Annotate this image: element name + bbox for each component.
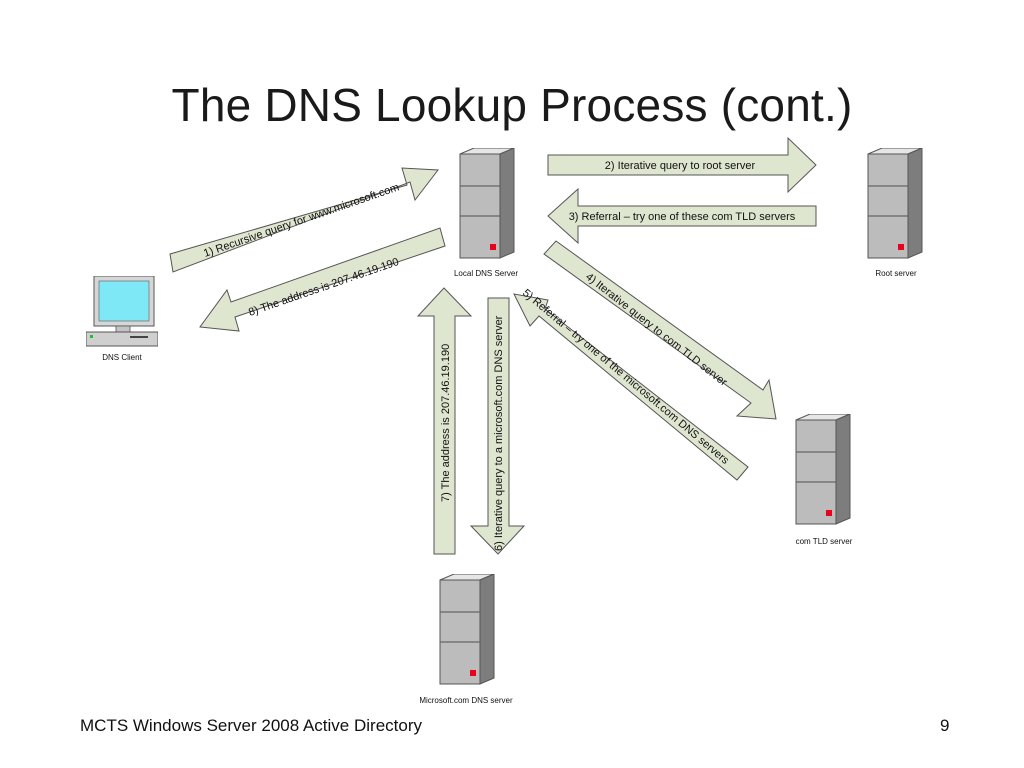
dns-client-label: DNS Client [102, 353, 142, 362]
com-tld-server-label: com TLD server [796, 537, 853, 546]
arrow-3-label: 3) Referral – try one of these com TLD s… [569, 211, 796, 223]
microsoft-dns-server-label: Microsoft.com DNS server [419, 696, 513, 705]
arrow-1-label: 1) Recursive query for www.microsoft.com [202, 181, 401, 259]
server-icon [459, 148, 515, 259]
arrow-7-address-to-local: 7) The address is 207.46.19.190 [416, 287, 473, 555]
arrow-6-label: 6) Iterative query to a microsoft.com DN… [493, 315, 505, 551]
arrow-2-label: 2) Iterative query to root server [605, 160, 756, 172]
server-icon [795, 414, 851, 525]
slide-title: The DNS Lookup Process (cont.) [171, 79, 853, 131]
arrow-6-iterative-msdns: 6) Iterative query to a microsoft.com DN… [469, 297, 526, 555]
arrow-2-iterative-root: 2) Iterative query to root server [547, 136, 817, 194]
server-icon [439, 574, 495, 685]
page-number: 9 [940, 716, 950, 735]
server-icon [867, 148, 923, 259]
arrow-7-label: 7) The address is 207.46.19.190 [440, 344, 452, 502]
footer-course: MCTS Windows Server 2008 Active Director… [80, 716, 422, 735]
dns-client: DNS Client [86, 276, 158, 362]
local-dns-server-label: Local DNS Server [454, 269, 518, 278]
root-server-label: Root server [875, 269, 917, 278]
com-tld-server: com TLD server [795, 414, 853, 546]
local-dns-server: Local DNS Server [454, 148, 518, 278]
arrow-3-referral-tld: 3) Referral – try one of these com TLD s… [547, 187, 817, 245]
arrow-8-label: 8) The address is 207.46.19.190 [247, 256, 400, 319]
microsoft-dns-server: Microsoft.com DNS server [419, 574, 513, 705]
arrow-5-label: 5) Referral – try one of the microsoft.c… [520, 287, 731, 467]
computer-icon [86, 276, 158, 347]
root-server: Root server [867, 148, 923, 278]
